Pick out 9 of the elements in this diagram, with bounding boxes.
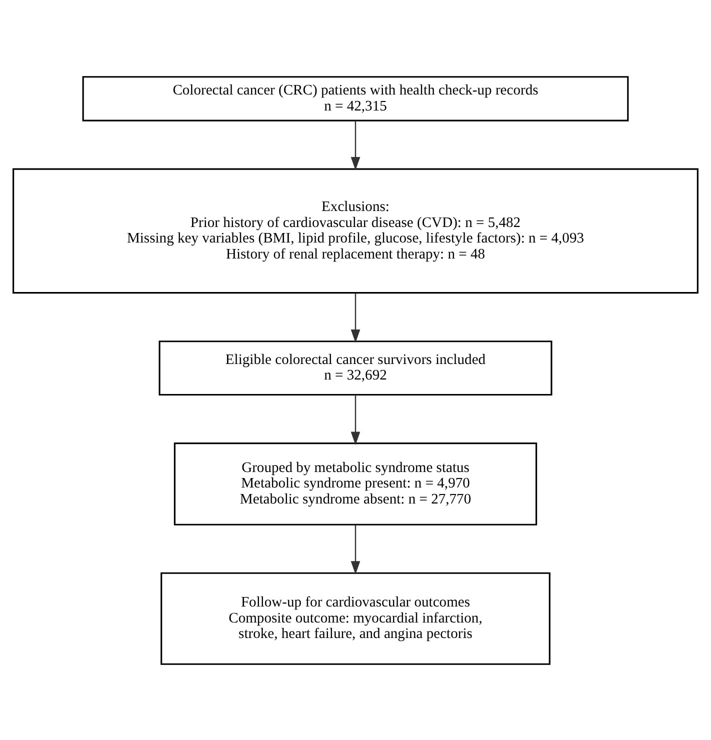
arrow xyxy=(350,524,360,574)
node-box: Eligible colorectal cancer survivors included n = 32,692 xyxy=(158,340,552,396)
node-box: Follow-up for cardiovascular outcomes Composite outcome: myocardial infarction, stroke, heart failure, and angina pectoris xyxy=(160,572,550,664)
node-box: Colorectal cancer (CRC) patients with health check-up records n = 42,315 xyxy=(82,76,629,121)
arrow xyxy=(350,120,360,170)
arrow xyxy=(350,292,360,342)
node-box: Exclusions: Prior history of cardiovascular disease (CVD): n = 5,482 Missing key variables (BMI, lipid profile, glucose, lifestyle factors): n = 4,093 History of renal replacement therapy: n = 48 xyxy=(12,168,698,294)
arrow xyxy=(350,394,360,445)
node-box: Grouped by metabolic syndrome status Metabolic syndrome present: n = 4,970 Metabolic syndrome absent: n = 27,770 xyxy=(174,442,538,525)
